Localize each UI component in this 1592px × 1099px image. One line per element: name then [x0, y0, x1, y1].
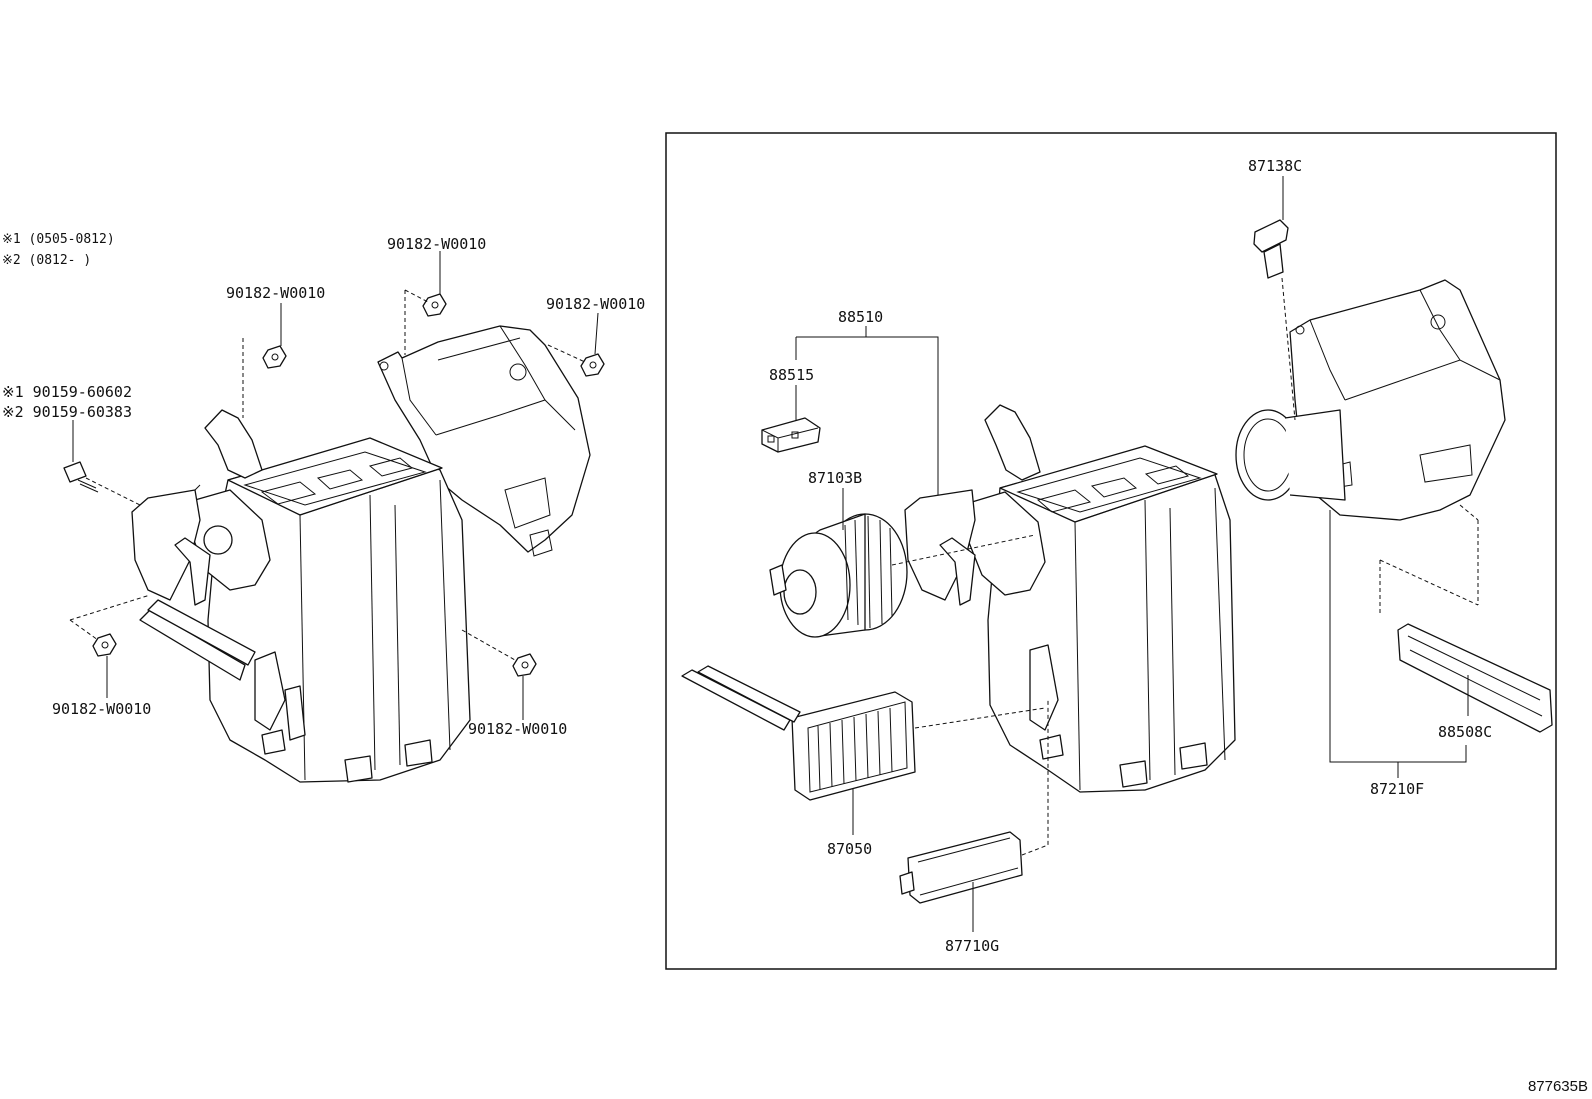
label-blower-subassy: 88510 — [838, 308, 883, 326]
label-evaporator-cover: 88508C — [1438, 723, 1492, 741]
blower-motor-icon — [769, 513, 908, 638]
label-heater-core: 87050 — [827, 840, 872, 858]
label-bolt-2: ※2 90159-60383 — [2, 403, 132, 421]
switch-connector-icon — [761, 417, 821, 453]
nut-icon-top-center — [422, 293, 447, 317]
label-air-duct: 87210F — [1370, 780, 1424, 798]
label-switch: 88515 — [769, 366, 814, 384]
left-bolt-icon — [63, 461, 99, 493]
nut-icon-top-left — [262, 345, 287, 369]
label-nut-top-center: 90182-W0010 — [387, 235, 486, 253]
left-main-case — [131, 409, 471, 783]
label-nut-top-left: 90182-W0010 — [226, 284, 325, 302]
cooler-filter-icon — [899, 831, 1023, 904]
air-duct-housing-icon — [1235, 279, 1506, 521]
detail-main-case — [904, 404, 1236, 793]
exploded-detail-box: 88510 88515 87103B 87050 87710G 87138C 8… — [665, 132, 1557, 970]
note-2: ※2 (0812- ) — [2, 253, 91, 268]
label-resistor: 87138C — [1248, 157, 1302, 175]
heater-core-icon — [681, 665, 916, 801]
label-blower-motor: 87103B — [808, 469, 862, 487]
drawing-number: 877635B — [1528, 1078, 1588, 1095]
nut-icon-top-right — [580, 353, 605, 377]
note-1: ※1 (0505-0812) — [2, 232, 115, 247]
label-nut-top-right: 90182-W0010 — [546, 295, 645, 313]
nut-icon-bottom-right — [512, 653, 537, 677]
label-bolt-1: ※1 90159-60602 — [2, 383, 132, 401]
left-heater-unit-assembly: ※1 90159-60602 ※2 90159-60383 90182-W001… — [2, 235, 645, 783]
evaporator-cover-icon — [1397, 623, 1553, 733]
nut-icon-bottom-left — [92, 633, 117, 657]
label-nut-bottom-right: 90182-W0010 — [468, 720, 567, 738]
resistor-icon — [1253, 219, 1289, 279]
label-nut-bottom-left: 90182-W0010 — [52, 700, 151, 718]
date-notes: ※1 (0505-0812) ※2 (0812- ) — [2, 232, 115, 268]
label-cooler-filter: 87710G — [945, 937, 999, 955]
detail-frame — [665, 132, 1557, 970]
